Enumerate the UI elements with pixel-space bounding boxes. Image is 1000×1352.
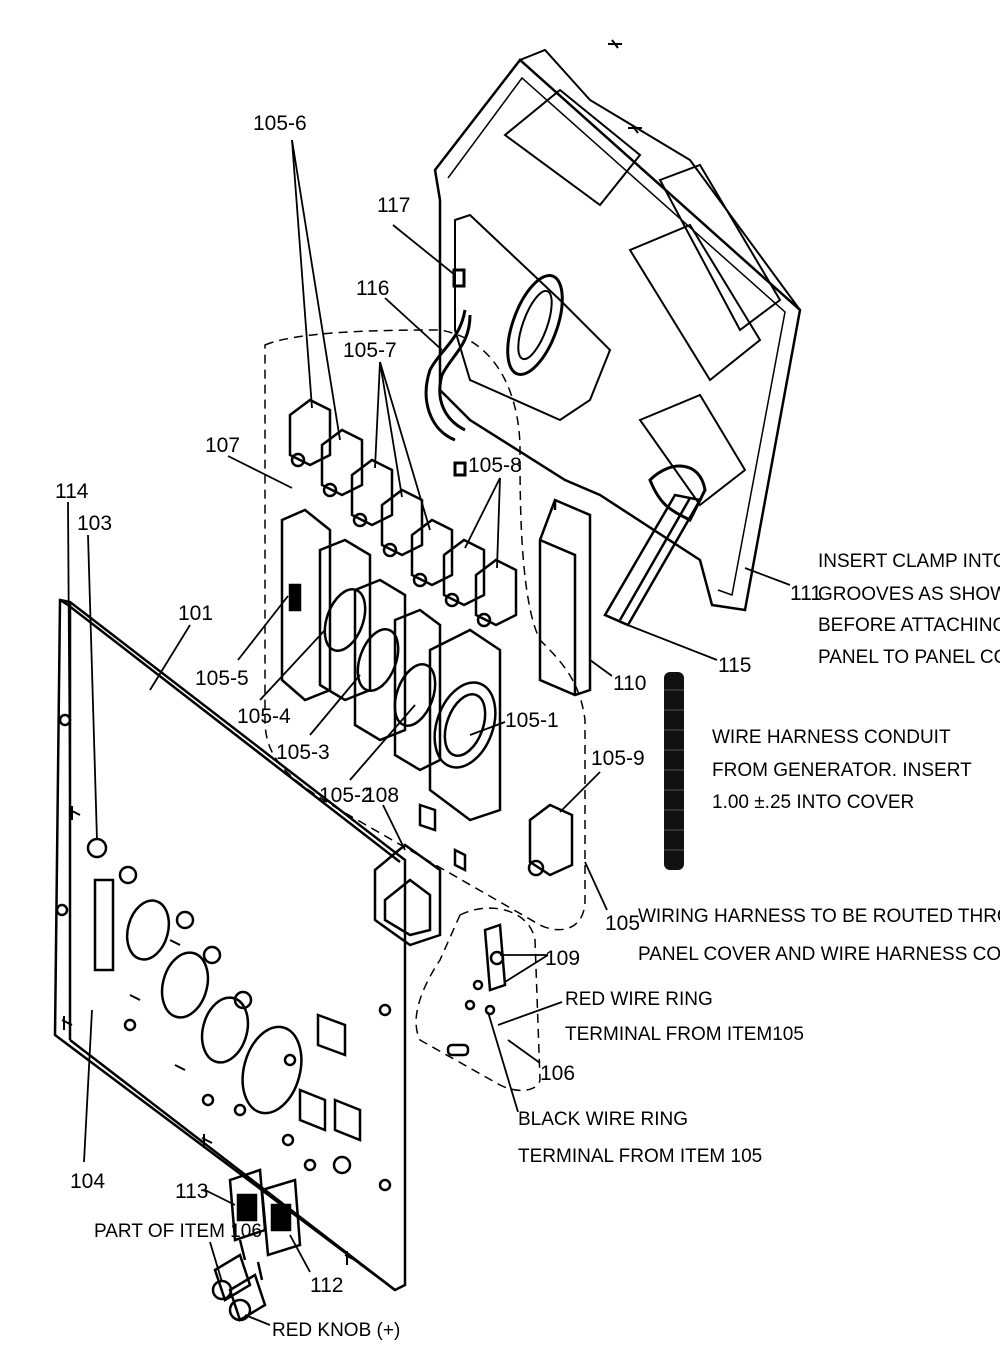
- note-harness-line2: PANEL COVER AND WIRE HARNESS CONDUIT: [638, 944, 1000, 965]
- note-black-ring-line1: BLACK WIRE RING: [518, 1109, 688, 1130]
- note-red-knob: RED KNOB (+): [272, 1320, 400, 1341]
- control-panel-101: [53, 598, 407, 1292]
- label-104: 104: [70, 1170, 105, 1193]
- label-117: 117: [377, 194, 410, 217]
- note-conduit-line2: FROM GENERATOR. INSERT: [712, 760, 972, 781]
- note-conduit-line3: 1.00 ±.25 INTO COVER: [712, 792, 914, 813]
- switch-108: [373, 803, 467, 947]
- label-105-6: 105-6: [253, 112, 307, 135]
- note-black-ring-line2: TERMINAL FROM ITEM 105: [518, 1146, 762, 1167]
- label-107: 107: [205, 434, 240, 457]
- note-conduit-line1: WIRE HARNESS CONDUIT: [712, 727, 951, 748]
- cable-116: [424, 268, 472, 477]
- note-red-ring-line1: RED WIRE RING: [565, 989, 713, 1010]
- breakers-row: [288, 398, 518, 628]
- terminal-plate-106: [415, 907, 541, 1092]
- label-113: 113: [175, 1180, 208, 1203]
- assembly-notes: INSERT CLAMP INTO GROOVES AS SHOWN BEFOR…: [94, 551, 1000, 1341]
- label-105-3: 105-3: [276, 741, 330, 764]
- screws: [61, 806, 356, 1265]
- label-105-4: 105-4: [237, 705, 291, 728]
- outlet-105-3: [353, 578, 407, 742]
- label-112: 112: [310, 1274, 343, 1297]
- label-103: 103: [77, 512, 112, 535]
- wiring-harness-105-boundary: [264, 329, 586, 931]
- label-115: 115: [718, 654, 751, 677]
- clamp-115: [603, 493, 702, 627]
- rocker-switches-112-113: [228, 1168, 302, 1257]
- label-105-2: 105-2: [319, 784, 373, 807]
- leader-lines: [67, 139, 791, 1326]
- note-clamp-line2: GROOVES AS SHOWN: [818, 584, 1000, 605]
- note-clamp-line1: INSERT CLAMP INTO: [818, 551, 1000, 572]
- breaker-105-9: [527, 803, 574, 877]
- label-111: 111: [790, 582, 822, 605]
- label-105-1: 105-1: [505, 709, 559, 732]
- knob-terminals: [211, 1239, 267, 1322]
- label-105-5: 105-5: [195, 667, 249, 690]
- label-108: 108: [364, 784, 399, 807]
- outlet-105-2: [393, 608, 442, 772]
- note-harness-line1: WIRING HARNESS TO BE ROUTED THROUGH: [638, 906, 1000, 927]
- outlet-105-4: [318, 538, 372, 702]
- label-110: 110: [613, 672, 646, 695]
- label-114: 114: [55, 480, 89, 503]
- box-110: [538, 498, 592, 697]
- note-clamp-line3: BEFORE ATTACHING: [818, 615, 1000, 636]
- outlet-105-1: [428, 628, 502, 822]
- receptacles: [280, 508, 502, 822]
- label-105-9: 105-9: [591, 747, 645, 770]
- label-105-8: 105-8: [468, 454, 522, 477]
- part-labels: 105-6 117 116 105-7 107 105-8 114 103 10…: [55, 112, 822, 1297]
- label-106: 106: [540, 1062, 575, 1085]
- label-105-7: 105-7: [343, 339, 397, 362]
- label-101: 101: [178, 602, 213, 625]
- label-109: 109: [545, 947, 580, 970]
- note-clamp-line4: PANEL TO PANEL COVER: [818, 647, 1000, 668]
- note-part-of-106: PART OF ITEM 106: [94, 1221, 262, 1242]
- label-116: 116: [356, 277, 389, 300]
- note-red-ring-line2: TERMINAL FROM ITEM105: [565, 1024, 804, 1045]
- label-105: 105: [605, 912, 640, 935]
- wire-harness-conduit: [664, 672, 684, 870]
- panel-cover-111: [433, 39, 802, 612]
